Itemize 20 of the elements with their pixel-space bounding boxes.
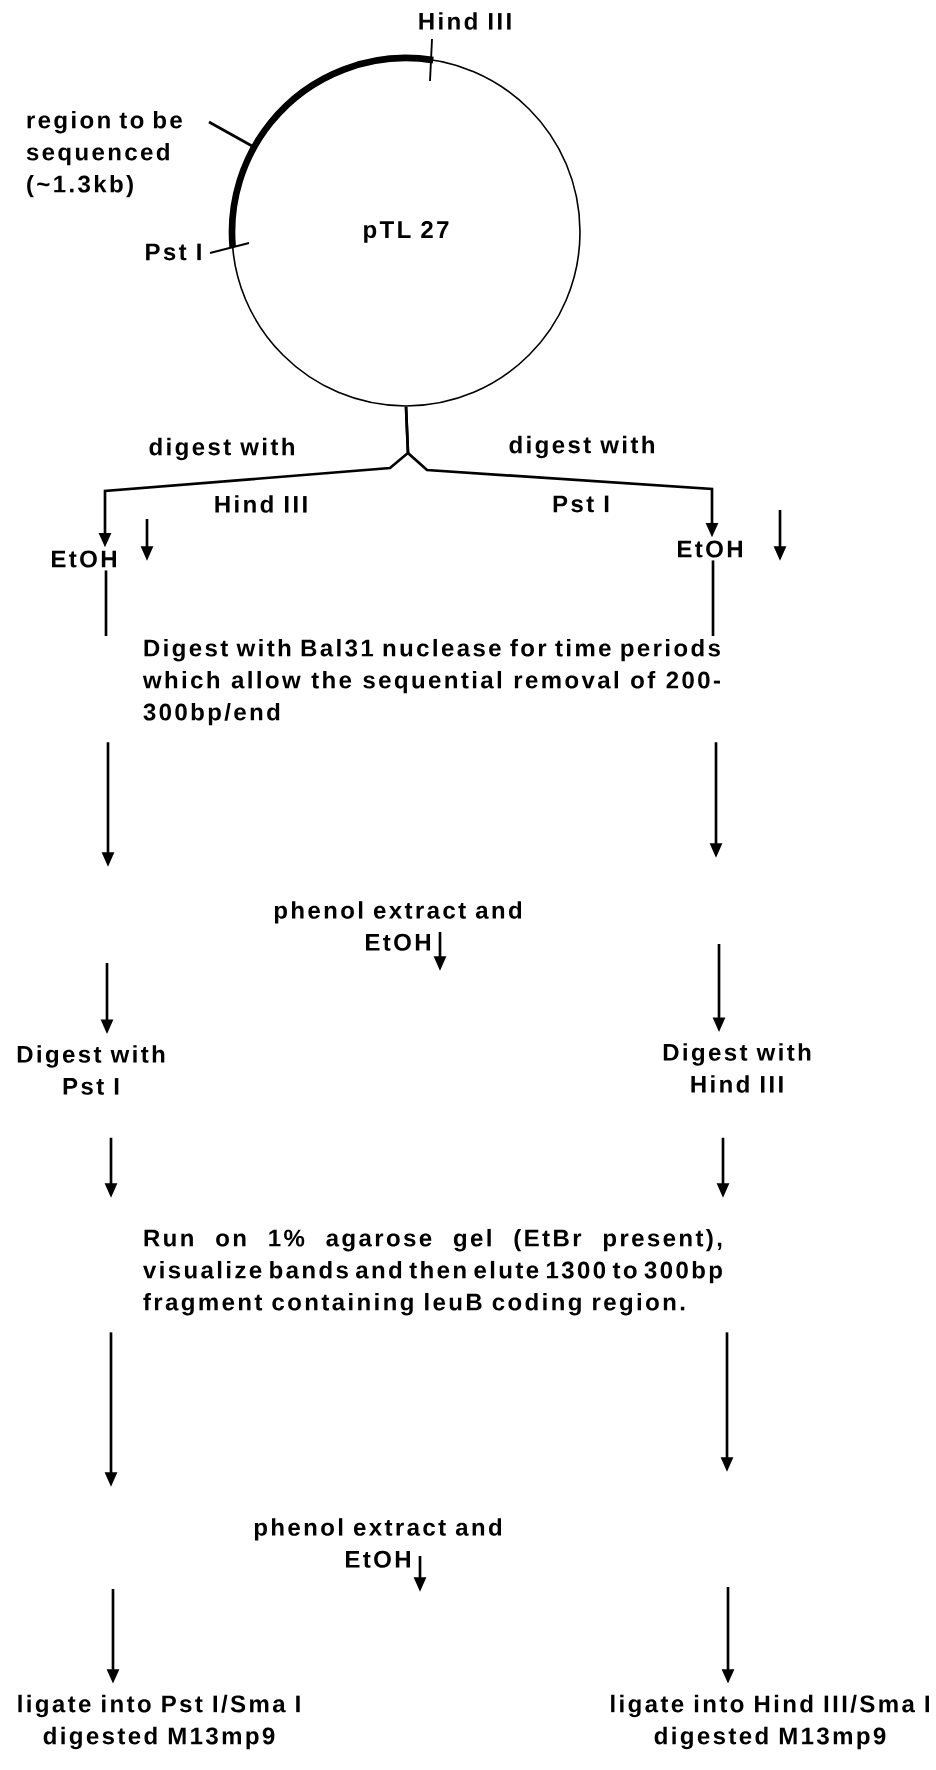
step-text: ligate into Hind III/Sma I digested M13mp9 bbox=[611, 1694, 929, 1750]
connector-line bbox=[711, 560, 715, 636]
step-text: EtOH bbox=[52, 550, 116, 568]
step-text: Digest with Pst I bbox=[17, 1045, 165, 1095]
edge-label: digest with bbox=[509, 435, 654, 459]
step-text: ligate into Pst I/Sma I digested M13mp9 bbox=[18, 1694, 300, 1750]
site-label: Hind III bbox=[419, 12, 511, 30]
connector-line bbox=[104, 570, 108, 636]
edge-label: digest with bbox=[149, 437, 294, 461]
step-text: Digest with Hind III bbox=[663, 1043, 811, 1093]
step-text: Run on 1% agarose gel (EtBr present), visualize bands and then elute 1300 to 300bp fragment containing leuB coding region. bbox=[143, 1228, 722, 1316]
leader-line bbox=[208, 120, 255, 148]
site-label: Pst I bbox=[553, 495, 609, 513]
region-label: region to be sequenced (~1.3kb) bbox=[26, 110, 182, 198]
site-label: Hind III bbox=[215, 495, 307, 513]
step-text: phenol extract and EtOH bbox=[254, 1518, 502, 1568]
step-text: phenol extract and EtOH bbox=[274, 901, 522, 951]
step-text: Digest with Bal31 nuclease for time periods which allow the sequential removal of 200-300bp/end bbox=[142, 638, 720, 726]
site-label: Pst I bbox=[146, 243, 201, 261]
step-text: EtOH bbox=[678, 540, 742, 558]
